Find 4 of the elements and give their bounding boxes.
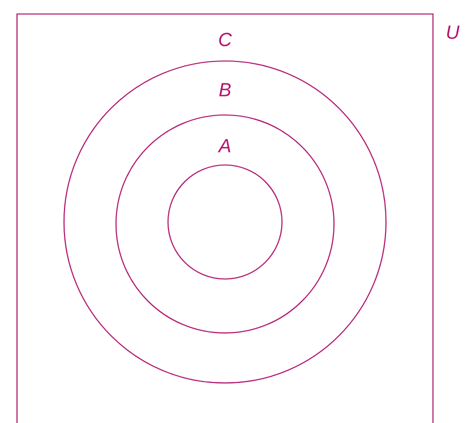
- node-label: A: [218, 139, 230, 152]
- node-label: C: [219, 32, 232, 46]
- node-label: U: [447, 26, 460, 39]
- node-label: B: [219, 83, 231, 96]
